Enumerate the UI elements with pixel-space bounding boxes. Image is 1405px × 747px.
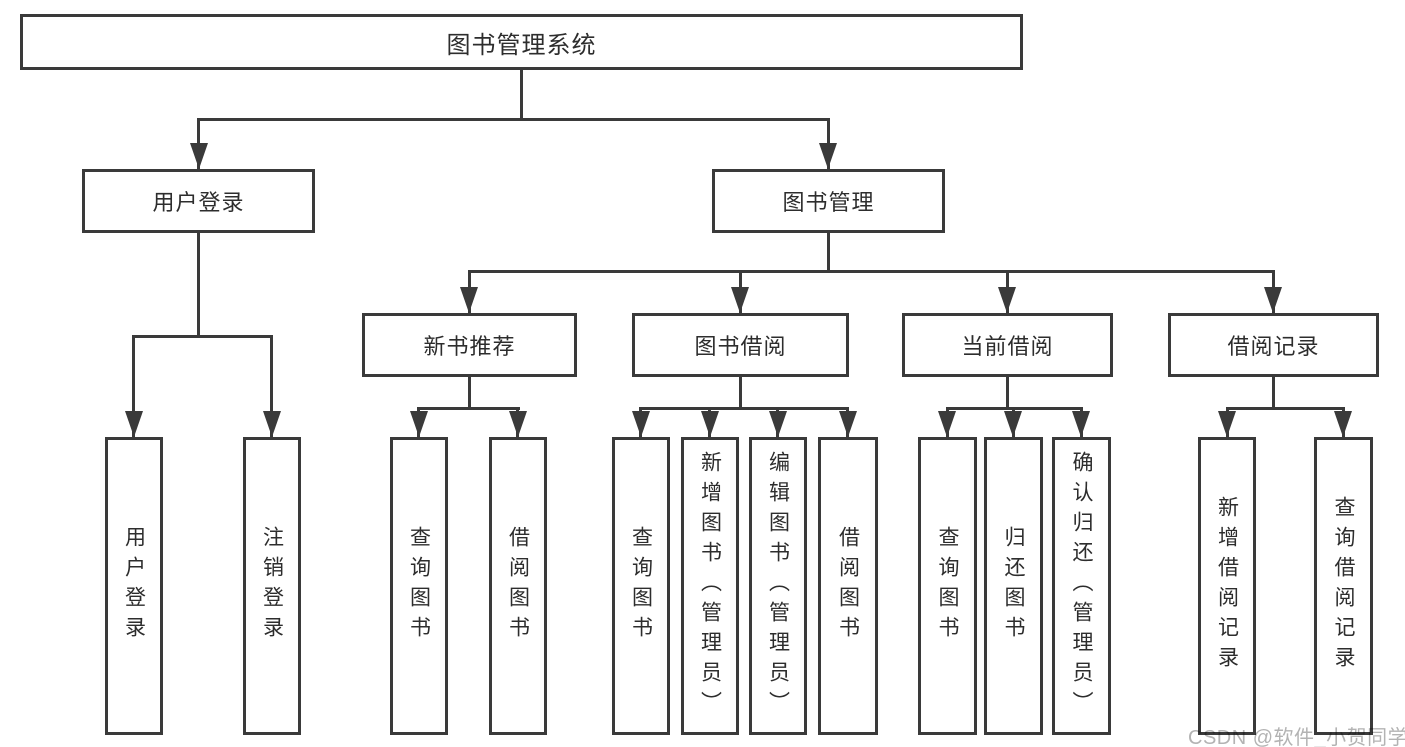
- node-label: 查询图书: [936, 526, 960, 646]
- leaf-borrow-books: 借阅图书: [818, 437, 878, 735]
- arrowhead: [938, 411, 956, 437]
- arrowhead: [1004, 411, 1022, 437]
- node-label: 编辑图书（管理员）: [766, 451, 790, 721]
- connector-line: [468, 270, 1275, 273]
- node-book-borrowing: 图书借阅: [632, 313, 849, 377]
- node-label: 新增图书（管理员）: [698, 451, 722, 721]
- leaf-logout: 注销登录: [243, 437, 301, 735]
- leaf-add-books-admin: 新增图书（管理员）: [681, 437, 739, 735]
- node-label: 查询图书: [407, 526, 431, 646]
- leaf-return-books: 归还图书: [984, 437, 1043, 735]
- connector-line: [418, 407, 520, 410]
- node-label: 用户登录: [152, 190, 245, 215]
- leaf-edit-books-admin: 编辑图书（管理员）: [749, 437, 807, 735]
- arrowhead: [701, 411, 719, 437]
- node-label: 确认归还（管理员）: [1070, 451, 1094, 721]
- arrowhead: [1072, 411, 1090, 437]
- node-library-management-system: 图书管理系统: [20, 14, 1023, 70]
- node-label: 用户登录: [122, 526, 146, 646]
- connector-line: [1006, 377, 1009, 407]
- node-book-management: 图书管理: [712, 169, 945, 233]
- arrowhead: [819, 143, 837, 169]
- leaf-user-login: 用户登录: [105, 437, 163, 735]
- node-label: 注销登录: [260, 526, 284, 646]
- arrowhead: [998, 287, 1016, 313]
- node-label: 归还图书: [1002, 526, 1026, 646]
- watermark: CSDN @软件_小贺同学: [1188, 727, 1405, 747]
- arrowhead: [1218, 411, 1236, 437]
- leaf-query-books: 查询图书: [390, 437, 448, 735]
- connector-line: [739, 377, 742, 407]
- node-label: 查询借阅记录: [1332, 496, 1356, 676]
- arrowhead: [460, 287, 478, 313]
- node-label: 当前借阅: [961, 334, 1054, 359]
- node-label: 图书管理: [782, 190, 875, 215]
- arrowhead: [731, 287, 749, 313]
- arrowhead: [190, 143, 208, 169]
- connector-line: [270, 335, 273, 437]
- leaf-add-borrow-record: 新增借阅记录: [1198, 437, 1256, 735]
- connector-line: [197, 233, 200, 335]
- leaf-borrow-books: 借阅图书: [489, 437, 547, 735]
- node-user-login: 用户登录: [82, 169, 315, 233]
- connector-line: [639, 407, 849, 410]
- connector-line: [133, 335, 273, 338]
- node-label: 查询图书: [629, 526, 653, 646]
- arrowhead: [1334, 411, 1352, 437]
- node-label: 借阅图书: [836, 526, 860, 646]
- arrowhead: [509, 411, 527, 437]
- node-label: 新书推荐: [423, 334, 516, 359]
- arrowhead: [839, 411, 857, 437]
- leaf-query-borrow-record: 查询借阅记录: [1314, 437, 1373, 735]
- connector-line: [468, 377, 471, 407]
- node-label: 新增借阅记录: [1215, 496, 1239, 676]
- arrowhead: [263, 411, 281, 437]
- node-current-borrowing: 当前借阅: [902, 313, 1113, 377]
- node-new-book-recommend: 新书推荐: [362, 313, 577, 377]
- connector-line: [1272, 377, 1275, 407]
- arrowhead: [1264, 287, 1282, 313]
- connector-line: [197, 118, 830, 121]
- node-label: 借阅图书: [506, 526, 530, 646]
- node-label: 图书借阅: [694, 334, 787, 359]
- connector-line: [132, 335, 135, 437]
- node-label: 图书管理系统: [446, 31, 597, 59]
- connector-line: [1226, 407, 1345, 410]
- arrowhead: [125, 411, 143, 437]
- arrowhead: [769, 411, 787, 437]
- connector-line: [827, 233, 830, 270]
- connector-line: [520, 70, 523, 118]
- leaf-query-books: 查询图书: [918, 437, 977, 735]
- leaf-query-books: 查询图书: [612, 437, 670, 735]
- arrowhead: [632, 411, 650, 437]
- node-label: 借阅记录: [1227, 334, 1320, 359]
- arrowhead: [410, 411, 428, 437]
- node-borrowing-records: 借阅记录: [1168, 313, 1379, 377]
- leaf-confirm-return-admin: 确认归还（管理员）: [1052, 437, 1111, 735]
